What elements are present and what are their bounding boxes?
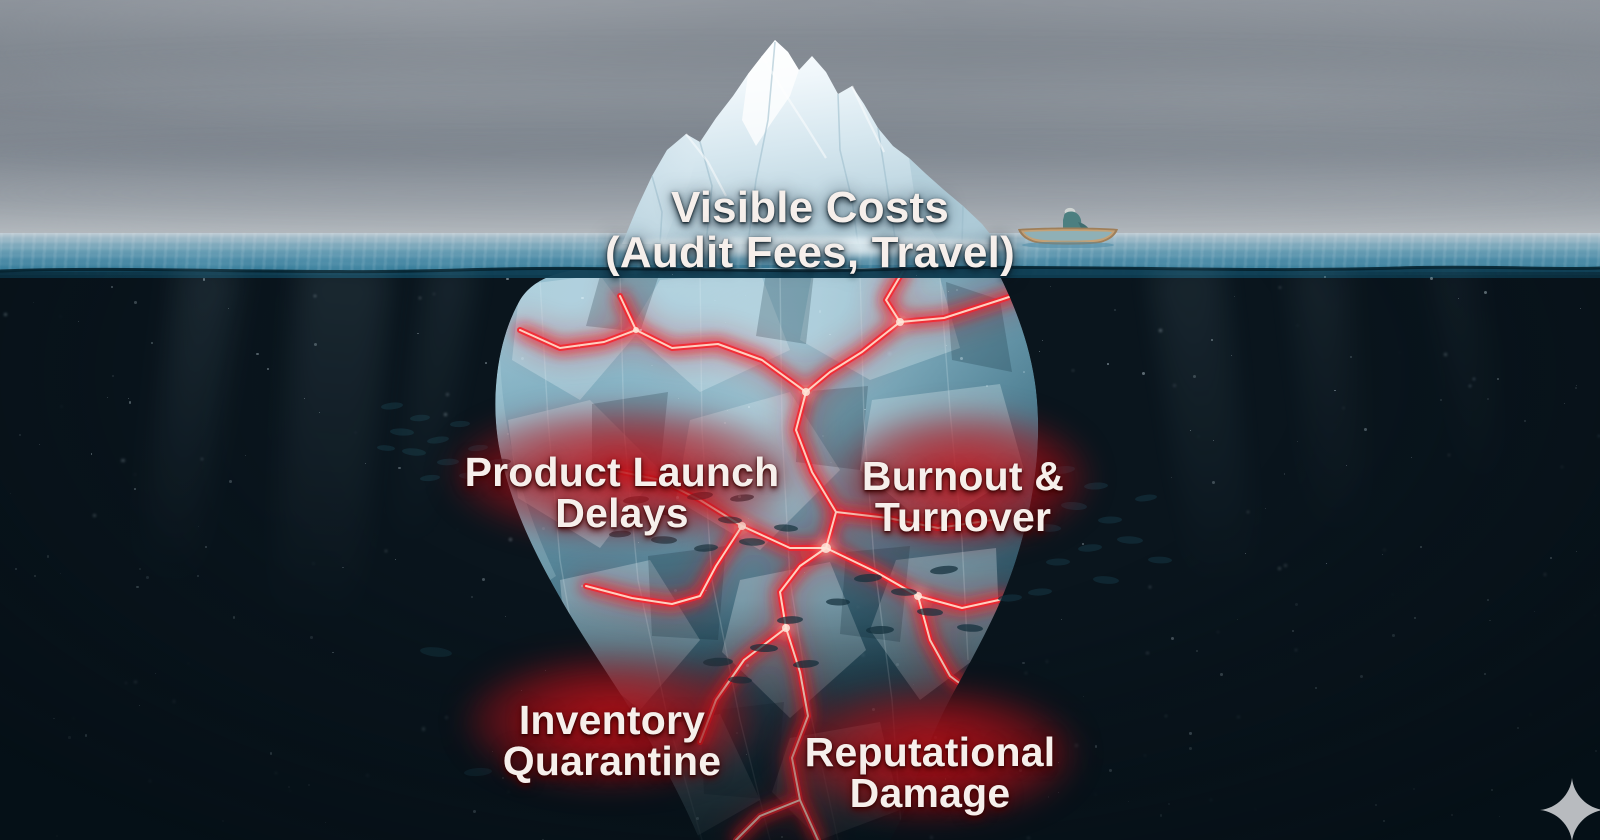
- label-reputational-damage-text: Reputational Damage: [804, 728, 1056, 817]
- label-product-launch-delays: Product Launch Delays: [452, 368, 792, 577]
- label-inventory-quarantine-text: Inventory Quarantine: [502, 696, 722, 785]
- label-burnout-turnover: Burnout & Turnover: [838, 372, 1088, 581]
- iceberg-tip-group: [578, 40, 1046, 260]
- label-visible-costs-text: Visible Costs (Audit Fees, Travel): [605, 182, 1015, 277]
- label-visible-costs: Visible Costs (Audit Fees, Travel): [600, 141, 1020, 321]
- ai-sparkle-icon: [1540, 778, 1600, 840]
- label-burnout-turnover-text: Burnout & Turnover: [861, 452, 1065, 541]
- rowboat-with-person: [1018, 207, 1118, 248]
- person-in-boat: [1063, 207, 1089, 230]
- label-product-launch-delays-text: Product Launch Delays: [464, 448, 780, 537]
- label-reputational-damage: Reputational Damage: [785, 648, 1075, 840]
- label-inventory-quarantine: Inventory Quarantine: [467, 616, 757, 825]
